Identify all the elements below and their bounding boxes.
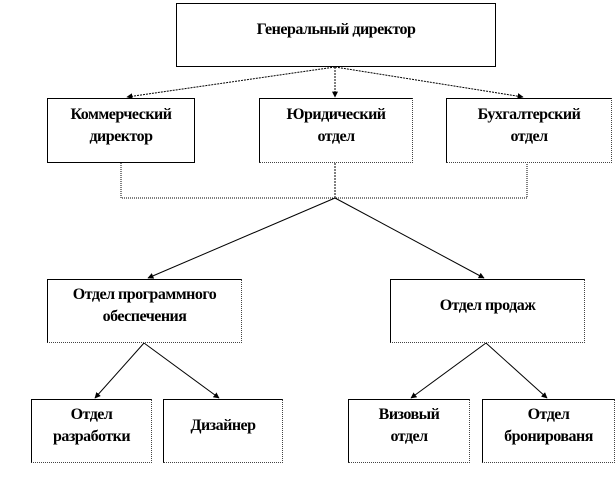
arrow-to-booking — [485, 342, 548, 399]
node-legal: Юридический отдел — [259, 98, 413, 163]
arrow-to-software — [147, 197, 336, 279]
bracket-level2 — [120, 163, 528, 199]
node-designer-label: Дизайнер — [190, 417, 256, 434]
node-ceo-label: Генеральный директор — [256, 21, 416, 38]
node-software: Отдел программного обеспечения — [47, 279, 242, 343]
node-visa: Визовый отдел — [348, 399, 470, 463]
node-accounting: Бухгалтерский отдел — [446, 98, 612, 163]
node-software-label: Отдел программного обеспечения — [72, 286, 217, 325]
node-development: Отдел разработки — [31, 399, 152, 463]
arrow-ceo-accounting — [334, 66, 524, 100]
node-booking-label: Отдел бронированя — [504, 406, 593, 445]
arrow-to-visa — [410, 342, 487, 399]
node-commercial: Коммерческий директор — [47, 98, 195, 163]
node-sales-label: Отдел продаж — [439, 297, 536, 314]
node-ceo: Генеральный директор — [176, 3, 496, 67]
node-visa-label: Визовый отдел — [378, 406, 440, 445]
node-accounting-label: Бухгалтерский отдел — [477, 105, 581, 145]
arrow-to-designer — [143, 342, 220, 399]
node-commercial-label: Коммерческий директор — [70, 105, 172, 145]
node-legal-label: Юридический отдел — [286, 105, 386, 145]
arrow-to-sales — [334, 197, 485, 279]
node-sales: Отдел продаж — [390, 279, 585, 343]
node-booking: Отдел бронированя — [482, 399, 615, 463]
arrow-to-development — [94, 342, 145, 399]
arrow-ceo-commercial — [126, 66, 336, 100]
node-designer: Дизайнер — [163, 399, 283, 463]
node-development-label: Отдел разработки — [52, 406, 131, 445]
